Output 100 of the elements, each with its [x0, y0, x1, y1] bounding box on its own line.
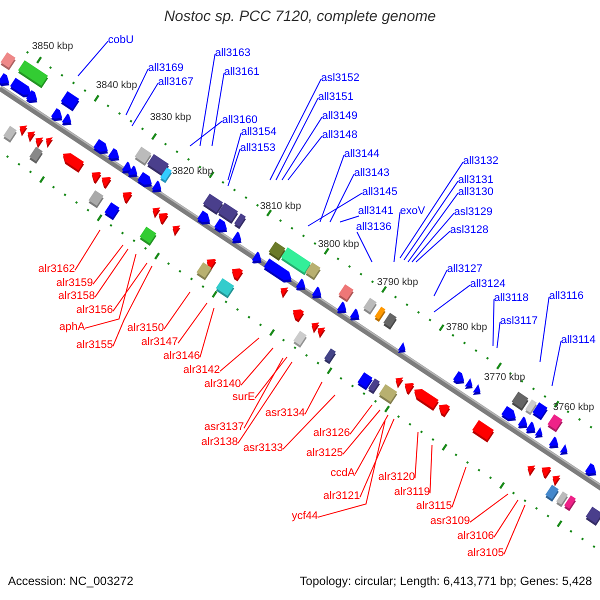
leader-line	[354, 414, 388, 475]
gene-label: alr3158	[58, 290, 95, 302]
gene-label: all3127	[447, 263, 482, 275]
gene-label: alr3140	[204, 378, 241, 390]
leader-line	[304, 382, 322, 415]
leader-line	[342, 410, 380, 455]
leader-line	[350, 404, 372, 435]
footer-text: Accession: NC_003272	[8, 575, 134, 587]
leader-line	[356, 232, 372, 262]
gene-label: all3114	[561, 334, 596, 346]
gene-label: alr3119	[394, 486, 430, 498]
gene-label: alr3159	[56, 277, 93, 289]
scale-label: 3850 kbp	[32, 41, 74, 53]
gene-label: all3149	[322, 110, 358, 122]
leader-line	[404, 180, 458, 260]
leader-line	[308, 192, 362, 226]
leader-line	[288, 136, 322, 180]
leader-line	[78, 40, 108, 76]
gene-label: alr3150	[127, 322, 164, 334]
leader-line	[416, 230, 450, 262]
title-text: Nostoc sp. PCC 7120, complete genome	[163, 8, 437, 26]
leader-line	[400, 162, 464, 258]
gene-label: all3148	[322, 129, 358, 141]
leader-line	[504, 504, 526, 555]
gene-label: asl3117	[500, 315, 538, 327]
gene-label: asr3109	[430, 515, 470, 527]
leader-line	[84, 254, 136, 329]
leader-line	[270, 78, 322, 180]
gene-label: alr3142	[183, 364, 220, 376]
gene-label: exoV	[400, 205, 426, 217]
leader-line	[126, 68, 148, 116]
gene-label: alr3147	[141, 336, 178, 348]
gene-label: alr3105	[467, 547, 504, 559]
gene-label: alr3138	[201, 436, 238, 448]
scale-label: 3840 kbp	[96, 80, 138, 92]
leader-line	[434, 270, 448, 296]
leader-line	[330, 174, 354, 222]
gene-label: surE	[232, 391, 255, 403]
leader-line	[320, 154, 344, 222]
gene-label: all3136	[356, 221, 392, 233]
leader-line	[200, 54, 216, 146]
scale-label: 3820 kbp	[172, 166, 214, 178]
scale-label: 3830 kbp	[150, 112, 192, 124]
gene-label: all3118	[494, 292, 529, 304]
gene-label: alr3106	[457, 530, 494, 542]
gene-label: all3145	[362, 186, 398, 198]
gene-label: all3161	[224, 66, 260, 78]
leader-line	[318, 420, 386, 518]
scale-label: 3770 kbp	[484, 372, 526, 384]
gene-label: alr3121	[323, 490, 360, 502]
leader-line	[92, 244, 124, 285]
leader-line	[240, 348, 274, 386]
gene-label: aphA	[59, 321, 85, 333]
leader-line	[212, 72, 224, 146]
gene-label: all3163	[215, 47, 250, 59]
gene-label: all3153	[240, 142, 276, 154]
gene-label: all3167	[158, 76, 194, 88]
leader-line	[178, 302, 208, 344]
leader-line	[244, 358, 284, 429]
leader-line	[360, 418, 394, 498]
gene-label: alr3146	[163, 350, 200, 362]
leader-line	[254, 356, 288, 399]
scale-label: 3780 kbp	[446, 322, 488, 334]
gene-label: asl3128	[450, 224, 489, 236]
gene-label: asr3134	[265, 407, 305, 419]
gene-label: all3144	[344, 148, 380, 160]
gene-label: asr3137	[204, 421, 244, 433]
leader-line	[282, 394, 336, 450]
leader-line	[414, 432, 418, 479]
leader-line	[164, 292, 190, 330]
leader-line	[228, 132, 242, 180]
gene-label: alr3162	[38, 263, 75, 275]
leader-line	[94, 248, 128, 298]
leader-line	[430, 444, 432, 494]
leader-line	[496, 322, 500, 348]
leader-line	[282, 116, 322, 180]
leader-line	[228, 148, 240, 186]
gene-label: all3116	[549, 290, 584, 302]
gene-label: alr3155	[76, 339, 113, 351]
gene-label: ccdA	[330, 467, 355, 479]
leader-line	[540, 296, 550, 362]
gene-label: all3131	[458, 174, 494, 186]
leader-line	[470, 494, 508, 523]
gene-label: alr3120	[378, 471, 415, 483]
leader-line	[276, 98, 318, 180]
gene-label: ycf44	[292, 510, 318, 522]
leader-line	[74, 230, 100, 271]
leader-line	[132, 82, 158, 126]
gene-label: all3132	[463, 155, 498, 167]
gene-label: alr3115	[416, 500, 452, 512]
scale-label: 3760 kbp	[553, 402, 594, 414]
gene-label: all3160	[222, 114, 258, 126]
gene-label: asr3133	[243, 442, 283, 454]
scale-label: 3800 kbp	[318, 239, 360, 251]
gene-label: asl3152	[321, 72, 360, 84]
gene-label: cobU	[108, 34, 134, 46]
gene-label: alr3125	[306, 447, 343, 459]
gene-label: alr3126	[313, 427, 350, 439]
leader-line	[412, 212, 454, 262]
leader-line	[112, 262, 148, 312]
